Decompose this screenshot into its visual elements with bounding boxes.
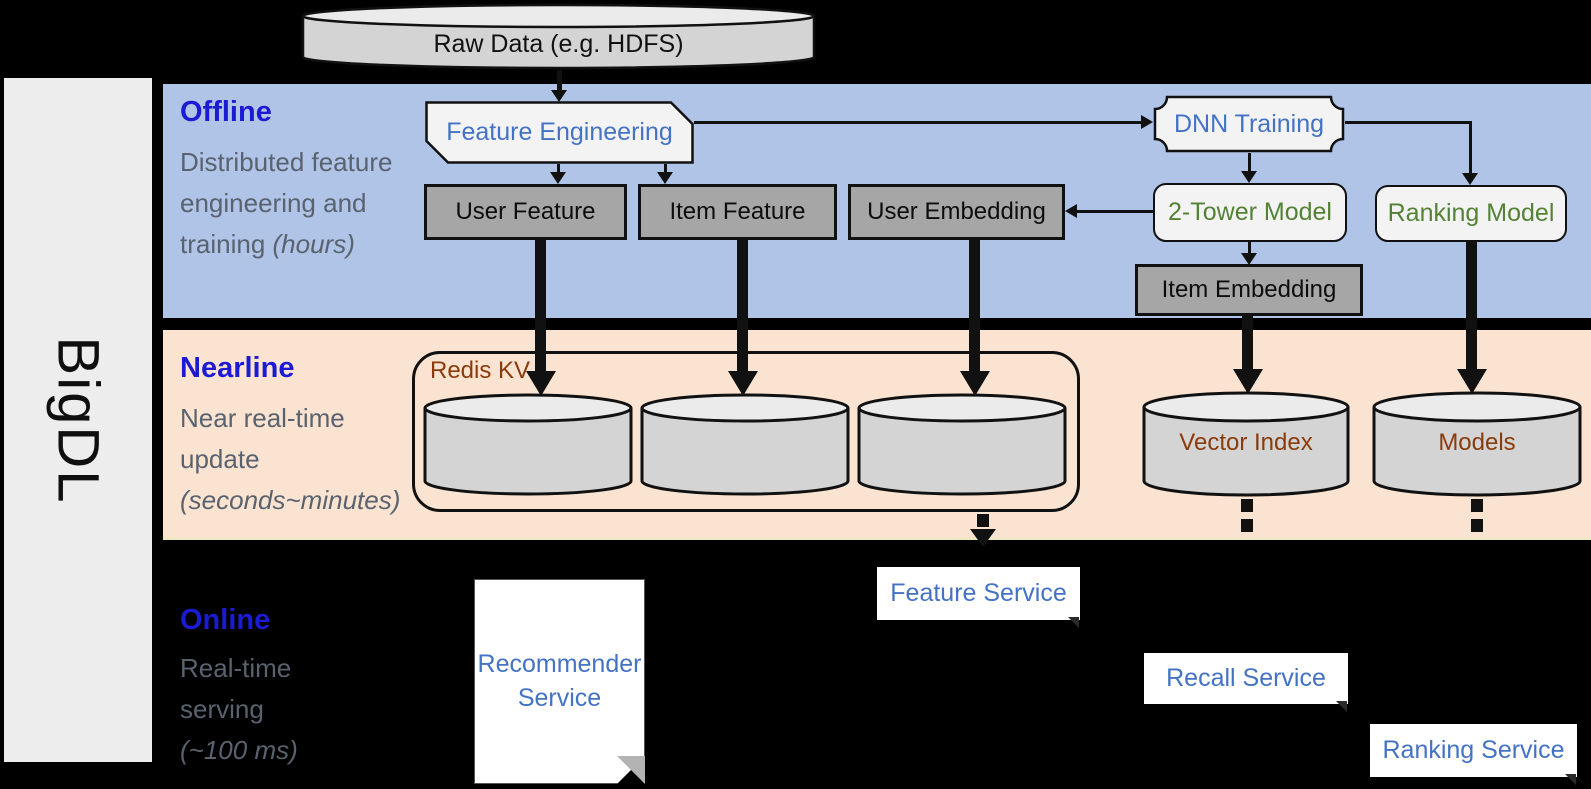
recommender-service-doc: Recommender Service [474,579,645,784]
ranking-service-label: Ranking Service [1382,736,1565,764]
snip-corner-shape [425,101,694,164]
cylinder-shape [1372,391,1582,497]
flowhead-redis-to-featureservice [970,529,996,547]
arrowhead-dnn-to-ranking [1462,173,1478,185]
online-desc-text: Real-time serving [180,653,292,725]
arrowhead-fe-to-itemfeature [657,172,673,184]
flow-userembedding-to-redis [969,240,980,372]
recall-service-fold [1336,701,1347,712]
arrowhead-fe-to-dnn [1141,115,1153,129]
bigdl-label: BigDL [45,336,111,504]
flow-rankingmodel-to-models [1466,242,1477,370]
flowhead-itemembedding-to-vectorindex [1233,369,1263,394]
arrow-fe-to-dnn [694,121,1143,124]
ranking-service-fold [1565,774,1576,785]
feature-service-fold [1068,617,1079,628]
flowhead-rankingmodel-to-models [1457,369,1487,394]
line-dnn-to-ranking-h [1345,121,1472,124]
cylinder-shape [640,393,850,496]
recall-service-label: Recall Service [1166,664,1326,692]
redis-cylinder-2 [640,393,850,496]
raw-data-cylinder: Raw Data (e.g. HDFS) [301,3,816,70]
flow-itemembedding-to-vectorindex [1242,316,1253,370]
vector-index-cylinder: Vector Index [1142,391,1350,497]
arrow-dnn-to-twotower [1248,153,1251,174]
user-feature-box: User Feature [424,184,627,240]
flow-models-dash-2 [1471,519,1483,532]
arrowhead-fe-to-userfeature [550,172,566,184]
recommender-service-fold [617,756,645,784]
bigdl-brand-bar: BigDL [4,78,152,762]
offline-desc-note: (hours) [272,229,355,260]
arrowhead-rawdata-to-fe [551,90,567,102]
arrowhead-dnn-to-twotower [1241,171,1257,183]
online-title: Online [180,604,271,636]
plaque-shape [1153,95,1345,153]
arrow-rawdata-to-fe [557,70,562,91]
two-tower-model-box: 2-Tower Model [1153,183,1347,242]
feature-engineering-shape: Feature Engineering [425,101,694,164]
ranking-model-box: Ranking Model [1375,185,1567,242]
flow-vectorindex-dash-2 [1241,519,1253,532]
raw-data-label: Raw Data (e.g. HDFS) [433,30,684,58]
recall-service-box: Recall Service [1144,653,1348,712]
flow-itemfeature-to-redis [737,240,748,372]
models-cylinder: Models [1372,391,1582,497]
two-tower-model-label: 2-Tower Model [1168,198,1332,226]
arrow-twotower-to-userembedding [1077,210,1153,213]
online-desc: Real-time serving (~100 ms) [180,648,330,771]
vector-index-label: Vector Index [1179,429,1313,456]
ranking-service-box: Ranking Service [1370,724,1577,785]
offline-title: Offline [180,96,272,128]
arrowhead-twotower-to-itemembedding [1241,253,1257,265]
item-feature-box: Item Feature [638,184,837,240]
redis-cylinder-1 [423,393,633,496]
user-feature-label: User Feature [455,198,596,225]
arrow-twotower-to-itemembedding [1248,242,1251,255]
redis-kv-label: Redis KV [430,357,531,384]
ranking-model-label: Ranking Model [1387,199,1555,227]
feature-service-box: Feature Service [877,567,1080,628]
item-feature-label: Item Feature [669,198,806,225]
offline-desc-text: Distributed feature engineering and trai… [180,147,393,260]
redis-kv-container [412,351,1080,512]
item-embedding-box: Item Embedding [1135,264,1363,316]
cylinder-shape [423,393,633,496]
arrow-fe-to-itemfeature [664,164,667,174]
cylinder-shape [857,393,1067,496]
user-embedding-label: User Embedding [867,198,1046,225]
offline-desc: Distributed feature engineering and trai… [180,142,395,265]
nearline-desc-text: Near real-time update [180,403,345,475]
dnn-training-shape: DNN Training [1153,95,1345,153]
nearline-desc: Near real-time update (seconds~minutes) [180,398,410,521]
flowhead-itemfeature-to-redis [728,371,758,396]
arrowhead-twotower-to-userembedding [1065,204,1077,218]
dnn-training-label: DNN Training [1173,109,1325,138]
redis-cylinder-3 [857,393,1067,496]
recommender-service-label: Recommender Service [477,649,642,712]
models-label: Models [1438,429,1516,456]
cylinder-shape [1142,391,1350,497]
nearline-desc-note: (seconds~minutes) [180,485,401,516]
flow-redis-to-featureservice-dash [977,514,989,527]
nearline-title: Nearline [180,352,295,384]
item-embedding-label: Item Embedding [1161,276,1337,303]
feature-service-label: Feature Service [890,579,1067,607]
flow-userfeature-to-redis [535,240,546,372]
flowhead-userfeature-to-redis [526,371,556,396]
feature-engineering-label: Feature Engineering [446,118,673,146]
user-embedding-box: User Embedding [848,184,1065,240]
flow-models-dash-1 [1471,499,1483,512]
arrow-fe-to-userfeature [557,164,560,174]
cylinder-shape [301,3,816,70]
flowhead-userembedding-to-redis [960,371,990,396]
line-dnn-to-ranking-v [1469,121,1472,175]
flow-vectorindex-dash-1 [1241,499,1253,512]
online-desc-note: (~100 ms) [180,735,298,766]
